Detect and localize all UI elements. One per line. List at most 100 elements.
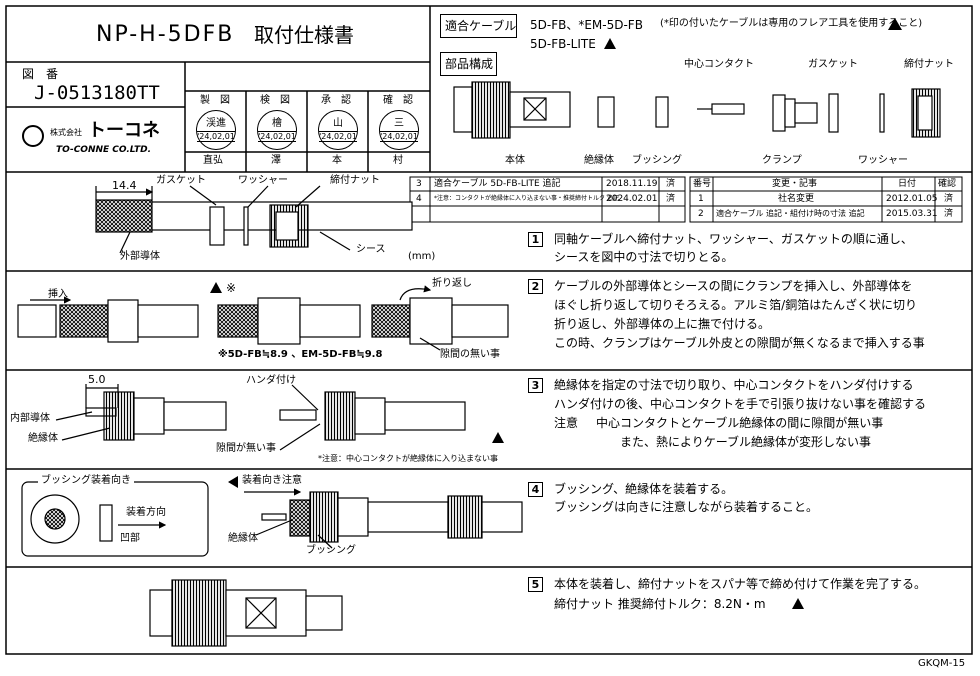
s1-outer: 外部導体 bbox=[120, 251, 160, 262]
step-number-4: 4 bbox=[528, 482, 543, 497]
company-en: TO-CONNE CO.LTD. bbox=[56, 145, 152, 155]
part-center-contact: 中心コンタクト bbox=[684, 59, 754, 70]
mini-rev-text: *注意：コンタクトが絶縁体に入り込まない事・推奨締付トルク 追記 bbox=[434, 195, 619, 202]
s1-sheath: シース bbox=[356, 244, 386, 255]
stamp-name: 檜 bbox=[272, 118, 282, 129]
mini-rev-date: 2024.02.01 bbox=[606, 194, 658, 204]
approval-stamp-3: 山 '24,02,01 bbox=[318, 110, 358, 150]
s2-gap: 隙間の無い事 bbox=[440, 349, 500, 360]
company-prefix: 株式会社 bbox=[50, 128, 82, 137]
s2-text4: この時、クランプはケーブル外皮との隙間が無くなるまで挿入する事 bbox=[554, 336, 925, 350]
part-washer: ワッシャー bbox=[858, 155, 908, 166]
s2-fold: 折り返し bbox=[432, 278, 472, 289]
rev-header-date: 日付 bbox=[898, 179, 917, 189]
s4-text2: ブッシングは向きに注意しながら装着すること。 bbox=[554, 500, 819, 514]
approval-sub-4: 村 bbox=[393, 155, 403, 166]
approval-role-2: 検 図 bbox=[260, 95, 290, 106]
caution-arrow-icon bbox=[228, 476, 238, 488]
s3-dim: 5.0 bbox=[88, 373, 106, 386]
s3-text2: ハンダ付けの後、中心コンタクトを手で引張り抜けない事を確認する bbox=[554, 397, 927, 411]
stamp-date: '24,02,01 bbox=[380, 131, 418, 142]
cable-line1: 5D-FB、*EM-5D-FB bbox=[530, 18, 643, 32]
step-number-2: 2 bbox=[528, 279, 543, 294]
stamp-name: 三 bbox=[394, 118, 404, 129]
s2-text1: ケーブルの外部導体とシースの間にクランプを挿入し、外部導体を bbox=[554, 279, 913, 293]
s1-dim: 14.4 bbox=[112, 179, 137, 192]
cable-line2: 5D-FB-LITE bbox=[530, 37, 596, 51]
s1-gasket: ガスケット bbox=[156, 175, 206, 186]
cable-note: (*印の付いたケーブルは専用のフレア工具を使用すること) bbox=[660, 18, 923, 29]
s2-mark: ※ bbox=[226, 281, 237, 295]
s1-washer: ワッシャー bbox=[238, 175, 288, 186]
s4-recess: 凹部 bbox=[120, 533, 140, 544]
doc-title: 取付仕様書 bbox=[254, 23, 354, 47]
warning-triangle-icon bbox=[888, 18, 902, 30]
s2-insert: 挿入 bbox=[48, 289, 68, 300]
stamp-date: '24,02,01 bbox=[197, 131, 235, 142]
rev-row-text: 社名変更 bbox=[778, 194, 815, 204]
rev-row-date: 2012.01.05 bbox=[886, 194, 938, 204]
s4-dir: 装着方向 bbox=[126, 507, 166, 518]
part-clamp: クランプ bbox=[762, 155, 802, 166]
s3-note2: また、熱によりケーブル絶縁体が変形しない事 bbox=[620, 435, 872, 449]
part-bushing: ブッシング bbox=[632, 155, 682, 166]
s2-note: ※5D-FB≒8.9 、EM-5D-FB≒9.8 bbox=[218, 349, 383, 360]
approval-sub-3: 本 bbox=[332, 155, 342, 166]
cable-label: 適合ケーブル bbox=[445, 19, 517, 33]
approval-role-1: 製 図 bbox=[200, 95, 230, 106]
mini-rev-ok: 済 bbox=[666, 179, 676, 189]
step-number-5: 5 bbox=[528, 577, 543, 592]
s3-inner: 内部導体 bbox=[10, 413, 50, 424]
s4-box-title: ブッシング装着向き bbox=[38, 476, 134, 486]
s3-insul: 絶縁体 bbox=[28, 433, 58, 444]
s1-unit: (mm) bbox=[408, 251, 436, 262]
s3-note: *注意：中心コンタクトが絶縁体に入り込まない事 bbox=[318, 454, 498, 463]
s1-text2: シースを図中の寸法で切りとる。 bbox=[554, 250, 734, 264]
rev-row-text: 適合ケーブル 追記・組付け時の寸法 追記 bbox=[716, 209, 865, 218]
part-body: 本体 bbox=[505, 155, 525, 166]
part-insulator: 絶縁体 bbox=[584, 155, 614, 166]
rev-header-no: 番号 bbox=[693, 179, 712, 189]
s3-note-label: 注意 bbox=[554, 416, 579, 430]
stamp-date: '24,02,01 bbox=[258, 131, 296, 142]
approval-sub-2: 澤 bbox=[271, 155, 281, 166]
parts-label: 部品構成 bbox=[445, 57, 494, 71]
company-name: トーコネ bbox=[88, 120, 160, 141]
stamp-date: '24,02,01 bbox=[319, 131, 357, 142]
approval-stamp-1: 渓進 '24,02,01 bbox=[196, 110, 236, 150]
step-number-3: 3 bbox=[528, 378, 543, 393]
cable-label-box bbox=[440, 14, 517, 38]
company-logo bbox=[22, 125, 44, 147]
model-title: NP-H-5DFB bbox=[96, 22, 235, 47]
approval-stamp-2: 檜 '24,02,01 bbox=[257, 110, 297, 150]
drawing-no-label: 図 番 bbox=[22, 67, 59, 81]
s3-gap: 隙間が無い事 bbox=[216, 443, 276, 454]
s4-caution: 装着向き注意 bbox=[242, 475, 302, 486]
mini-rev-date: 2018.11.19 bbox=[606, 179, 658, 189]
s4-insul: 絶縁体 bbox=[228, 533, 258, 544]
s4-bushing: ブッシング bbox=[306, 545, 356, 556]
approval-sub-1: 直弘 bbox=[203, 155, 223, 166]
warning-triangle-icon bbox=[604, 38, 616, 49]
s3-note1: 中心コンタクトとケーブル絶縁体の間に隙間が無い事 bbox=[596, 416, 884, 430]
footer-code: GKQM-15 bbox=[918, 658, 966, 669]
warning-triangle-icon bbox=[792, 598, 804, 609]
mini-rev-no: 3 bbox=[416, 179, 422, 189]
s2-text3: 折り返し、外部導体の上に撫で付ける。 bbox=[554, 317, 771, 331]
step-number-1: 1 bbox=[528, 232, 543, 247]
approval-role-4: 確 認 bbox=[383, 95, 413, 106]
stamp-name: 山 bbox=[333, 118, 343, 129]
parts-label-box bbox=[440, 52, 497, 76]
stamp-name: 渓進 bbox=[206, 118, 226, 129]
s5-text1: 本体を装着し、締付ナットをスパナ等で締め付けて作業を完了する。 bbox=[554, 577, 927, 591]
rev-row-no: 1 bbox=[698, 194, 704, 204]
drawing-no-value: J-0513180TT bbox=[34, 82, 160, 104]
s2-text2: ほぐし折り返して切りそろえる。アルミ箔/銅箔はたんざく状に切り bbox=[554, 298, 917, 312]
s3-text1: 絶縁体を指定の寸法で切り取り、中心コンタクトをハンダ付けする bbox=[554, 378, 914, 392]
part-gasket: ガスケット bbox=[808, 59, 858, 70]
rev-row-date: 2015.03.31 bbox=[886, 209, 938, 219]
approval-stamp-4: 三 '24,02,01 bbox=[379, 110, 419, 150]
part-nut: 締付ナット bbox=[904, 59, 954, 70]
